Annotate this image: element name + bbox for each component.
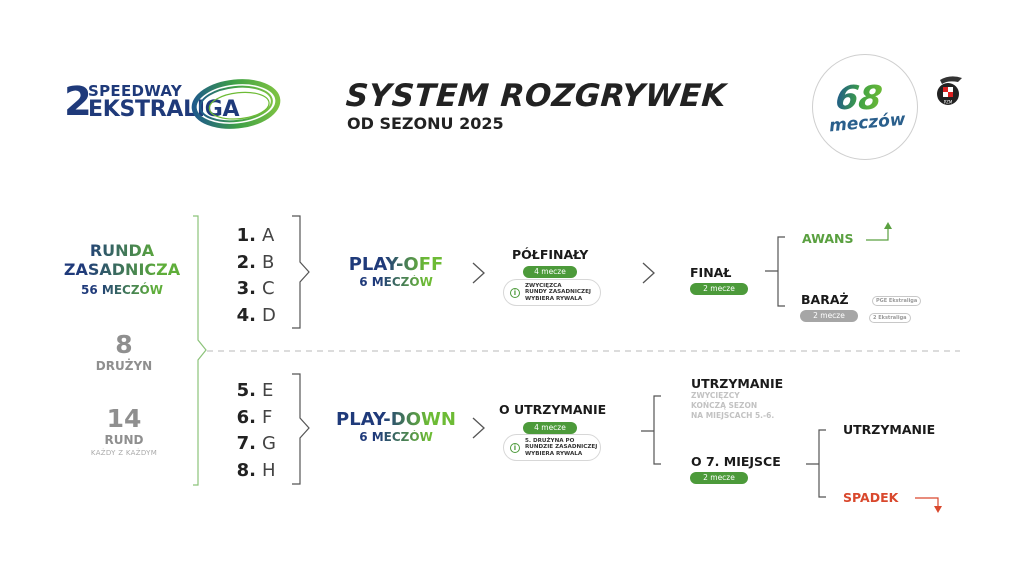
playoff-matches: 6 MECZÓW [338,275,454,290]
team-rank: 7. [236,433,256,454]
playdown-block: PLAY-DOWN 6 MECZÓW [332,410,460,445]
chevron-right-icon [472,417,485,439]
track-swoosh-icon [191,79,281,129]
top-teams-list: 1. A 2. B 3. C 4. D [228,223,288,329]
pzm-text: PZM [944,100,953,105]
team-row: 2. B [228,250,288,277]
rounds-count: 14 [106,404,142,433]
playoff-title: PLAY-OFF [338,255,454,275]
final-pill: 2 mecze [690,283,748,295]
teams-count: 8 [115,330,133,359]
logo-top-text: SPEEDWAY [88,82,183,100]
relegation-round-pill: 4 mecze [523,422,577,434]
relegation-label: SPADEK [843,490,899,505]
team-rank: 1. [236,225,256,246]
season-brace [193,215,207,486]
page-subtitle: OD SEZONU 2025 [347,114,504,133]
team-rank: 5. [236,380,256,401]
team-rank: 8. [236,459,256,481]
rounds-label: RUND [104,433,144,447]
regular-season-line1: RUNDA [58,241,186,260]
chevron-right-icon [642,262,655,284]
team-name: B [262,251,275,273]
semifinal-info-text: ZWYCIĘZCA RUNDY ZASADNICZEJ WYBIERA RYWA… [525,282,591,302]
final-title: FINAŁ [690,265,732,280]
chevron-right-icon [472,262,485,284]
team-rank: 3. [236,278,256,299]
playdown-split-bracket [641,395,661,465]
info-icon: i [510,442,520,453]
playoff-block: PLAY-OFF 6 MECZÓW [338,255,454,290]
info-icon: i [510,287,520,298]
rounds-stat: 14 RUND KAŻDY Z KAŻDYM [60,405,188,458]
survive-final-label: UTRZYMANIE [843,422,936,437]
team-name: G [262,433,276,454]
total-matches-badge [812,54,918,160]
team-row: 8. H [228,458,288,485]
regular-season-line2: ZASADNICZA [58,260,186,279]
seventh-place-title: O 7. MIEJSCE [691,454,781,469]
team-rank: 6. [236,406,256,428]
pge-ekstraliga-logo: PGE Ekstraliga [872,296,922,306]
team-name: H [262,459,276,481]
semifinal-title: PÓŁFINAŁY [512,247,589,262]
final-split-bracket [765,236,785,307]
promotion-label: AWANS [802,231,854,246]
playdown-title: PLAY-DOWN [332,410,460,430]
team-row: 4. D [228,303,288,330]
logo-digit: 2 [64,79,92,125]
team-name: E [262,380,274,401]
barrage-pill: 2 mecze [800,310,858,322]
team-rank: 2. [236,251,256,273]
seventh-split-bracket [806,429,826,498]
arrow-up-icon [884,222,892,229]
relegation-round-info-box: i 5. DRUŻYNA PO RUNDZIE ZASADNICZEJ WYBI… [503,434,601,461]
barrage-title: BARAŻ [801,292,849,307]
semifinal-info-box: i ZWYCIĘZCA RUNDY ZASADNICZEJ WYBIERA RY… [503,279,601,306]
top-teams-brace [292,215,310,329]
team-row: 5. E [228,378,288,405]
team-row: 6. F [228,405,288,432]
teams-stat: 8 DRUŻYN [60,331,188,374]
team-rank: 4. [236,304,256,326]
playdown-matches: 6 MECZÓW [332,430,460,445]
semifinal-pill: 4 mecze [523,266,577,278]
page-title: SYSTEM ROZGRYWEK [344,78,728,114]
team-name: F [262,406,273,428]
2-ekstraliga-logo: 2 Ekstraliga [869,313,911,323]
relegation-round-title: O UTRZYMANIE [499,402,607,417]
bottom-teams-brace [292,373,310,485]
team-name: C [262,278,275,299]
regular-season-matches: 56 MECZÓW [58,281,186,299]
pzm-logo-icon: PZM [937,76,962,105]
relegation-round-info-text: 5. DRUŻYNA PO RUNDZIE ZASADNICZEJ WYBIER… [525,437,598,457]
bottom-teams-list: 5. E 6. F 7. G 8. H [228,378,288,484]
rounds-sub: KAŻDY Z KAŻDYM [90,449,158,457]
survive-note: ZWYCIĘZCY KOŃCZĄ SEZON NA MIEJSCACH 5.-6… [691,391,775,420]
regular-season-block: RUNDA ZASADNICZA 56 MECZÓW [58,241,186,299]
team-name: A [262,225,275,246]
seventh-place-pill: 2 mecze [690,472,748,484]
team-row: 3. C [228,276,288,303]
teams-label: DRUŻYN [95,359,153,373]
survive-title: UTRZYMANIE [691,376,784,391]
team-name: D [262,304,276,326]
team-row: 7. G [228,431,288,458]
team-row: 1. A [228,223,288,250]
arrow-down-icon [934,506,942,513]
